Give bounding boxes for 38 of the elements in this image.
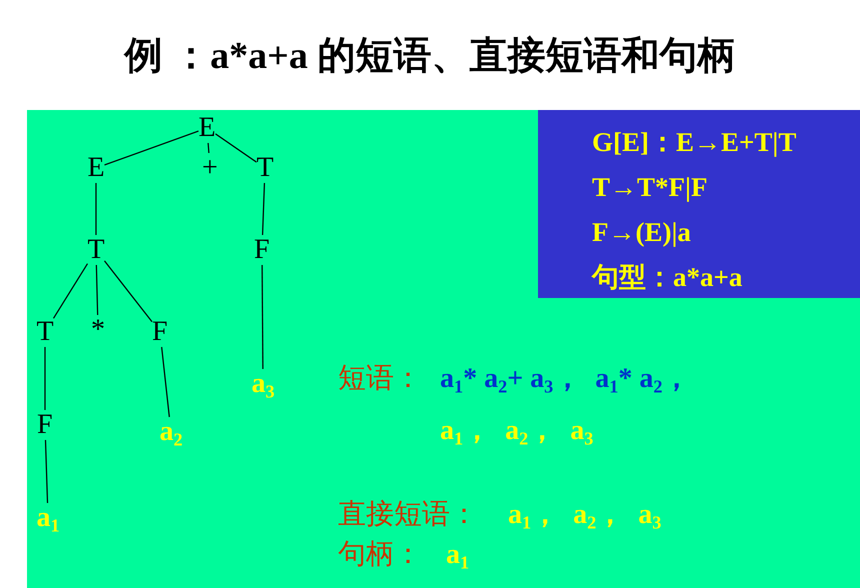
terminal-symbol: a$_{2}$ bbox=[160, 417, 183, 447]
phrase-list: a$_{1}$， a$_{2}$， a$_{3}$ bbox=[440, 414, 594, 456]
tree-symbol: * bbox=[91, 315, 105, 345]
tree-branch bbox=[104, 260, 152, 322]
tree-symbol: F bbox=[152, 317, 168, 347]
tree-branch bbox=[104, 130, 199, 166]
tree-branch bbox=[215, 133, 257, 163]
tree-branch bbox=[44, 440, 48, 504]
term-heading: 句柄： bbox=[338, 538, 422, 572]
phrase-list: a$_{1}$ bbox=[446, 538, 470, 580]
terminal-symbol: a$_{1}$ bbox=[36, 503, 60, 533]
tree-symbol: F bbox=[254, 235, 270, 265]
tree-symbol: T bbox=[36, 317, 54, 347]
grammar-panel bbox=[538, 110, 860, 298]
tree-branch bbox=[52, 263, 88, 319]
tree-symbol: T bbox=[88, 235, 105, 265]
tree-branch bbox=[208, 142, 210, 154]
grammar-rule: F→(E)|a bbox=[592, 216, 692, 249]
grammar-rule: G[E]：E→E+T|T bbox=[592, 126, 798, 159]
tree-branch bbox=[262, 265, 264, 369]
term-heading: 直接短语： bbox=[338, 498, 478, 532]
tree-symbol: + bbox=[202, 153, 218, 183]
grammar-rule: 句型：a*a+a bbox=[592, 261, 744, 294]
phrase-list: a$_{1}$， a$_{2}$， a$_{3}$ bbox=[508, 498, 662, 540]
terminal-symbol: a$_{3}$ bbox=[252, 369, 275, 399]
tree-branch bbox=[95, 183, 97, 235]
tree-branch bbox=[262, 182, 266, 236]
term-heading: 短语： bbox=[338, 362, 422, 396]
tree-symbol: E bbox=[88, 153, 105, 183]
tree-symbol: F bbox=[37, 410, 53, 440]
tree-branch bbox=[161, 346, 170, 418]
tree-symbol: T bbox=[256, 153, 274, 183]
phrase-list: a$_{1}$* a$_{2}$+ a$_{3}$， a$_{1}$* a$_{2}$， bbox=[440, 362, 690, 404]
title: 例 ：a*a+a 的短语、直接短语和句柄 bbox=[122, 34, 736, 79]
tree-symbol: E bbox=[198, 113, 216, 143]
grammar-rule: T→T*F|F bbox=[592, 171, 708, 204]
tree-branch bbox=[96, 264, 98, 316]
tree-branch bbox=[44, 347, 46, 410]
